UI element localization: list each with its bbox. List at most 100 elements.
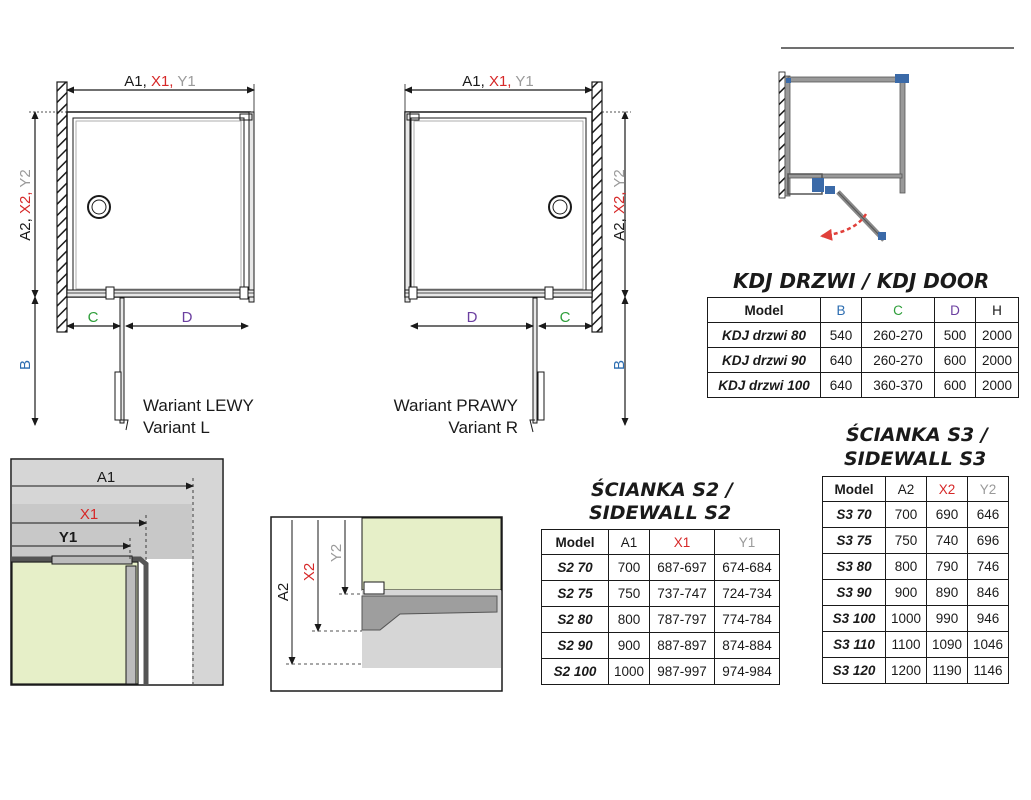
wall-hatch-right — [591, 81, 603, 333]
value-cell: 700 — [608, 554, 650, 581]
model-cell: S2 75 — [541, 580, 609, 607]
variant-left-caption: Wariant LEWY Variant L — [143, 395, 254, 439]
value-cell: 900 — [608, 632, 650, 659]
dim-side-label: A2, X2, Y2 — [17, 169, 34, 240]
value-cell: 887-897 — [649, 632, 715, 659]
kdj-header-h: H — [975, 297, 1019, 323]
value-cell: 696 — [967, 527, 1009, 554]
value-cell: 1046 — [967, 631, 1009, 658]
kdj-header-d: D — [934, 297, 976, 323]
detail-x2-label: X2 — [301, 563, 318, 581]
door-swing-sketch — [778, 47, 1014, 242]
variant-right-diagram: A1, X1, Y1 A2, X2, Y2 B D C — [404, 73, 631, 433]
detail-b-sidewall-s3: A2 X2 Y2 — [270, 516, 503, 692]
value-cell: 690 — [926, 501, 968, 528]
model-cell: S3 70 — [822, 501, 886, 528]
value-cell: 260-270 — [861, 322, 935, 348]
value-cell: 540 — [820, 322, 862, 348]
value-cell: 360-370 — [861, 372, 935, 398]
value-cell: 800 — [608, 606, 650, 633]
value-cell: 900 — [885, 579, 927, 606]
value-cell: 946 — [967, 605, 1009, 632]
kdj-header-row: Model B C D H — [707, 297, 1019, 323]
value-cell: 740 — [926, 527, 968, 554]
variant-left-caption-1: Wariant LEWY — [143, 396, 254, 415]
s3-header-model: Model — [822, 476, 886, 502]
model-cell: KDJ drzwi 80 — [707, 322, 821, 348]
detail-y2-label: Y2 — [328, 544, 345, 562]
value-cell: 846 — [967, 579, 1009, 606]
model-cell: S2 90 — [541, 632, 609, 659]
drain-icon — [548, 195, 572, 219]
s2-table-title-2: SIDEWALL S2 — [589, 502, 732, 524]
value-cell: 737-747 — [649, 580, 715, 607]
wall-hatch-left — [56, 81, 68, 333]
s2-header-model: Model — [541, 529, 609, 555]
model-cell: S2 100 — [541, 658, 609, 685]
value-cell: 750 — [885, 527, 927, 554]
model-cell: S3 90 — [822, 579, 886, 606]
dim-d-label: D — [182, 309, 193, 326]
dim-d-label: D — [467, 309, 478, 326]
value-cell: 500 — [934, 322, 976, 348]
value-cell: 787-797 — [649, 606, 715, 633]
value-cell: 987-997 — [649, 658, 715, 685]
dim-top-label: A1, X1, Y1 — [462, 73, 533, 90]
swing-arrow-icon — [820, 213, 868, 241]
detail-a2-label: A2 — [275, 583, 292, 601]
kdj-header-b: B — [820, 297, 862, 323]
value-cell: 674-684 — [714, 554, 780, 581]
s2-header-y1: Y1 — [714, 529, 780, 555]
dim-c-label: C — [88, 309, 99, 326]
detail-y1-label: Y1 — [59, 529, 77, 546]
door-handle — [537, 371, 545, 421]
s3-header-x2: X2 — [926, 476, 968, 502]
s3-header-row: Model A2 X2 Y2 — [822, 476, 1009, 502]
variant-right-caption-1: Wariant PRAWY — [393, 396, 518, 415]
s3-table-title-2: SIDEWALL S3 — [844, 448, 987, 470]
value-cell: 1000 — [608, 658, 650, 685]
variant-left-diagram: A1, X1, Y1 A2, X2, Y2 B C D — [17, 73, 255, 431]
model-cell: KDJ drzwi 100 — [707, 372, 821, 398]
value-cell: 640 — [820, 347, 862, 373]
kdj-header-model: Model — [707, 297, 821, 323]
value-cell: 974-984 — [714, 658, 780, 685]
value-cell: 774-784 — [714, 606, 780, 633]
value-cell: 1090 — [926, 631, 968, 658]
value-cell: 646 — [967, 501, 1009, 528]
value-cell: 640 — [820, 372, 862, 398]
s2-header-row: Model A1 X1 Y1 — [541, 529, 780, 555]
model-cell: S2 80 — [541, 606, 609, 633]
s3-header-a2: A2 — [885, 476, 927, 502]
kdj-table-title: KDJ DRZWI / KDJ DOOR — [733, 269, 990, 293]
model-cell: S3 110 — [822, 631, 886, 658]
model-cell: KDJ drzwi 90 — [707, 347, 821, 373]
dim-top-label: A1, X1, Y1 — [124, 73, 195, 90]
detail-a-sidewall-s2: A1 X1 Y1 — [10, 458, 224, 686]
value-cell: 800 — [885, 553, 927, 580]
value-cell: 1190 — [926, 657, 968, 684]
value-cell: 724-734 — [714, 580, 780, 607]
value-cell: 260-270 — [861, 347, 935, 373]
s2-table-title-1: ŚCIANKA S2 / — [591, 479, 733, 501]
model-cell: S3 75 — [822, 527, 886, 554]
value-cell: 1146 — [967, 657, 1009, 684]
value-cell: 790 — [926, 553, 968, 580]
value-cell: 2000 — [975, 347, 1019, 373]
value-cell: 890 — [926, 579, 968, 606]
s2-header-x1: X1 — [649, 529, 715, 555]
